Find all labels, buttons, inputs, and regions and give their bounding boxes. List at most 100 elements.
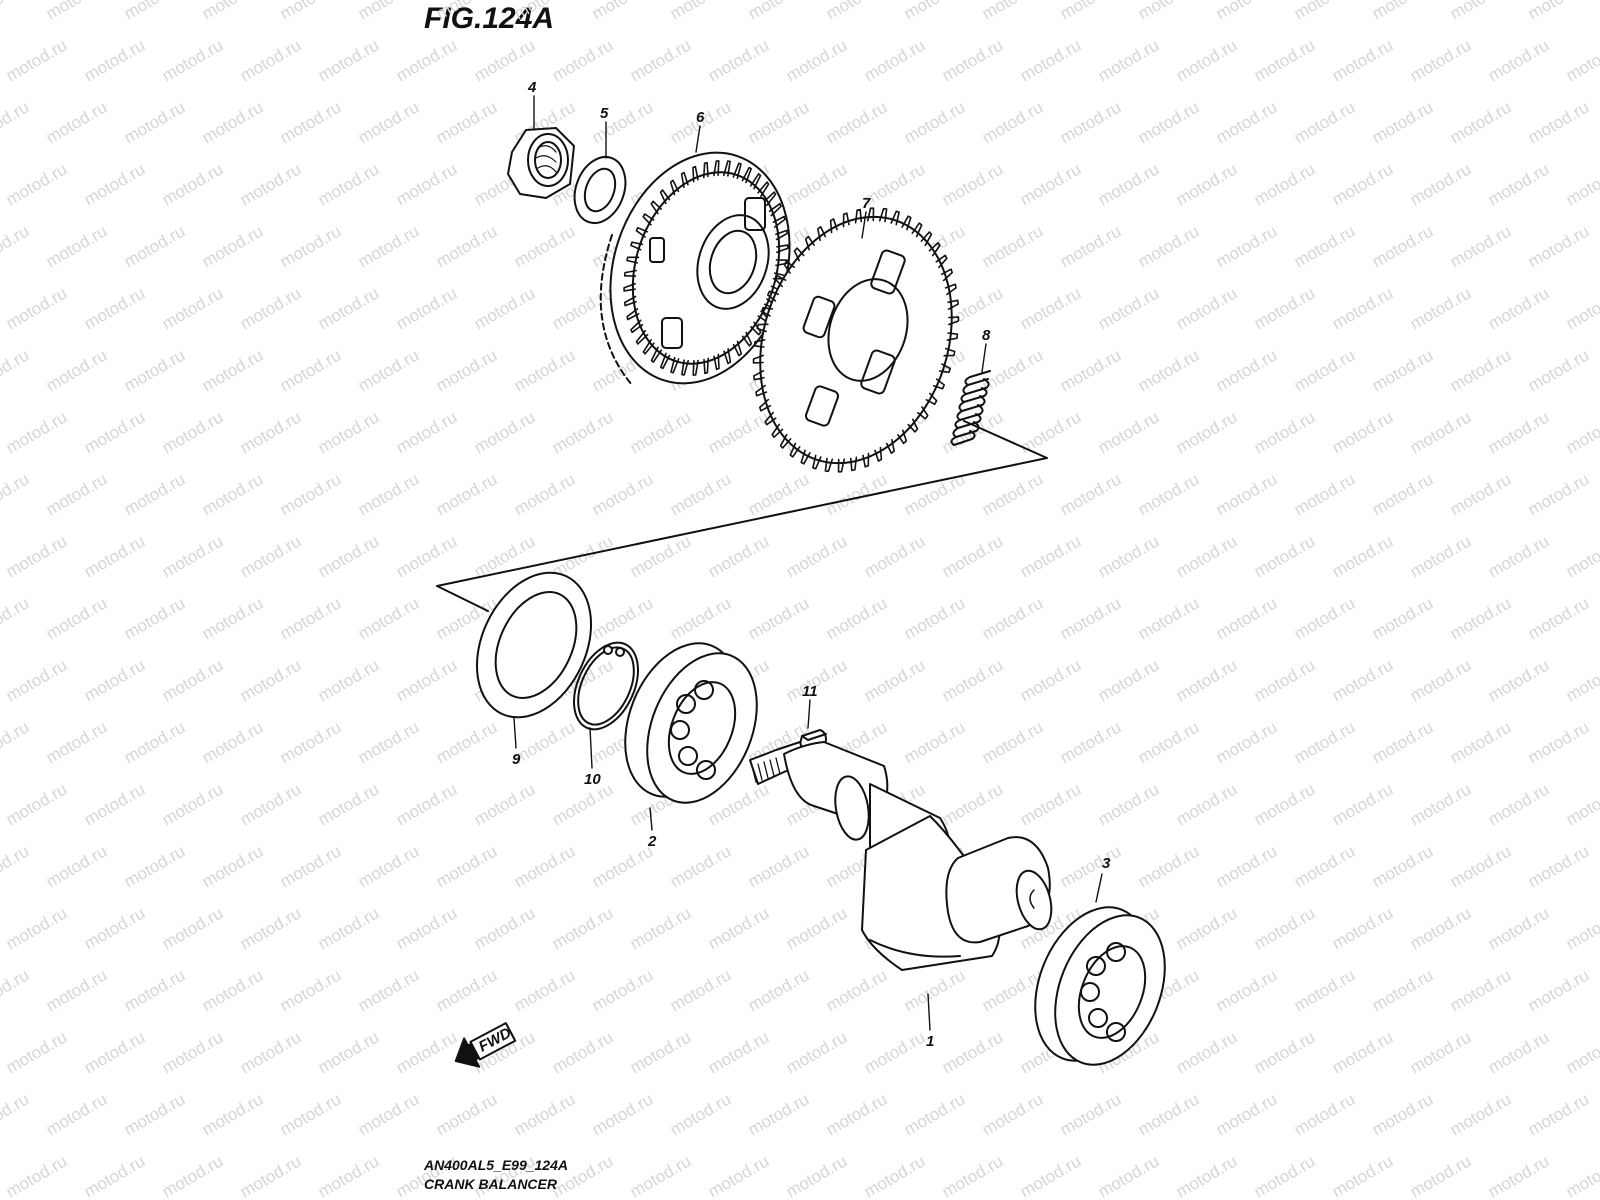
watermark-text: motod.ru xyxy=(705,407,773,457)
watermark-text: motod.ru xyxy=(627,35,695,85)
watermark-text: motod.ru xyxy=(199,593,267,643)
watermark-text: motod.ru xyxy=(1173,531,1241,581)
watermark-text: motod.ru xyxy=(1407,1027,1475,1077)
watermark-text: motod.ru xyxy=(43,965,111,1015)
watermark-text: motod.ru xyxy=(3,283,71,333)
watermark-text: motod.ru xyxy=(1485,779,1553,829)
watermark-text: motod.ru xyxy=(1525,1089,1593,1139)
figure-title: FIG.124A xyxy=(424,2,555,35)
watermark-text: motod.ru xyxy=(549,407,617,457)
watermark-text: motod.ru xyxy=(667,1089,735,1139)
watermark-text: motod.ru xyxy=(1251,779,1319,829)
watermark-text: motod.ru xyxy=(1251,531,1319,581)
watermark-text: motod.ru xyxy=(1525,717,1593,767)
watermark-text: motod.ru xyxy=(1291,469,1359,519)
watermark-text: motod.ru xyxy=(0,1089,32,1139)
watermark-text: motod.ru xyxy=(1369,345,1437,395)
watermark-text: motod.ru xyxy=(979,0,1047,23)
watermark-text: motod.ru xyxy=(0,345,32,395)
watermark-text: motod.ru xyxy=(277,965,345,1015)
balancer-shaft-part xyxy=(749,741,1053,971)
watermark-text: motod.ru xyxy=(43,0,111,23)
watermark-text: motod.ru xyxy=(199,221,267,271)
watermark-text: motod.ru xyxy=(1017,1151,1085,1200)
watermark-text: motod.ru xyxy=(159,407,227,457)
watermark-text: motod.ru xyxy=(1407,1151,1475,1200)
watermark-text: motod.ru xyxy=(1057,841,1125,891)
watermark-text: motod.ru xyxy=(979,593,1047,643)
watermark-text: motod.ru xyxy=(277,1089,345,1139)
watermark-text: motod.ru xyxy=(1173,779,1241,829)
watermark-text: motod.ru xyxy=(1525,469,1593,519)
watermark-text: motod.ru xyxy=(1407,903,1475,953)
watermark-text: motod.ru xyxy=(433,345,501,395)
watermark-text: motod.ru xyxy=(159,35,227,85)
watermark-text: motod.ru xyxy=(355,841,423,891)
section-name-caption: CRANK BALANCER xyxy=(424,1176,557,1192)
watermark-text: motod.ru xyxy=(901,717,969,767)
watermark-text: motod.ru xyxy=(1407,779,1475,829)
watermark-text: motod.ru xyxy=(315,779,383,829)
watermark-text: motod.ru xyxy=(277,221,345,271)
watermark-text: motod.ru xyxy=(823,0,891,23)
watermark-text: motod.ru xyxy=(1369,221,1437,271)
watermark-text: motod.ru xyxy=(549,903,617,953)
watermark-text: motod.ru xyxy=(237,779,305,829)
watermark-text: motod.ru xyxy=(1447,469,1515,519)
watermark-text: motod.ru xyxy=(121,97,189,147)
watermark-text: motod.ru xyxy=(783,35,851,85)
watermark-text: motod.ru xyxy=(1447,0,1515,23)
watermark-text: motod.ru xyxy=(471,779,539,829)
callout-8: 8 xyxy=(982,327,991,344)
watermark-text: motod.ru xyxy=(1369,0,1437,23)
watermark-text: motod.ru xyxy=(1095,531,1163,581)
watermark-text: motod.ru xyxy=(433,841,501,891)
watermark-text: motod.ru xyxy=(549,283,617,333)
watermark-text: motod.ru xyxy=(43,717,111,767)
watermark-text: motod.ru xyxy=(1485,531,1553,581)
watermark-text: motod.ru xyxy=(549,1027,617,1077)
watermark-text: motod.ru xyxy=(1447,717,1515,767)
watermark-text: motod.ru xyxy=(3,903,71,953)
watermark-text: motod.ru xyxy=(667,0,735,23)
watermark-text: motod.ru xyxy=(1447,593,1515,643)
watermark-text: motod.ru xyxy=(1369,841,1437,891)
watermark-text: motod.ru xyxy=(667,593,735,643)
watermark-text: motod.ru xyxy=(1213,717,1281,767)
watermark-text: motod.ru xyxy=(1329,1151,1397,1200)
watermark-text: motod.ru xyxy=(315,1027,383,1077)
watermark-text: motod.ru xyxy=(511,841,579,891)
watermark-text: motod.ru xyxy=(355,469,423,519)
watermark-text: motod.ru xyxy=(667,965,735,1015)
watermark-text: motod.ru xyxy=(979,469,1047,519)
watermark-text: motod.ru xyxy=(823,1089,891,1139)
watermark-text: motod.ru xyxy=(1017,283,1085,333)
watermark-text: motod.ru xyxy=(1407,283,1475,333)
watermark-text: motod.ru xyxy=(393,531,461,581)
watermark-text: motod.ru xyxy=(315,407,383,457)
watermark-text: motod.ru xyxy=(81,1027,149,1077)
model-code-caption: AN400AL5_E99_124A xyxy=(424,1157,568,1173)
watermark-text: motod.ru xyxy=(1329,283,1397,333)
watermark-text: motod.ru xyxy=(823,965,891,1015)
watermark-text: motod.ru xyxy=(1291,1089,1359,1139)
watermark-text: motod.ru xyxy=(43,1089,111,1139)
callout-5: 5 xyxy=(600,105,609,122)
watermark-text: motod.ru xyxy=(121,841,189,891)
callout-7: 7 xyxy=(862,195,871,212)
watermark-text: motod.ru xyxy=(1291,345,1359,395)
watermark-text: motod.ru xyxy=(1329,159,1397,209)
watermark-text: motod.ru xyxy=(1251,283,1319,333)
watermark-text: motod.ru xyxy=(0,221,32,271)
watermark-text: motod.ru xyxy=(121,593,189,643)
watermark-text: motod.ru xyxy=(589,841,657,891)
watermark-text: motod.ru xyxy=(315,35,383,85)
watermark-text: motod.ru xyxy=(745,469,813,519)
watermark-text: motod.ru xyxy=(1369,1089,1437,1139)
watermark-text: motod.ru xyxy=(1485,283,1553,333)
watermark-text: motod.ru xyxy=(783,159,851,209)
watermark-text: motod.ru xyxy=(1407,531,1475,581)
callout-3: 3 xyxy=(1102,855,1111,872)
watermark-text: motod.ru xyxy=(861,531,929,581)
watermark-text: motod.ru xyxy=(1563,159,1600,209)
